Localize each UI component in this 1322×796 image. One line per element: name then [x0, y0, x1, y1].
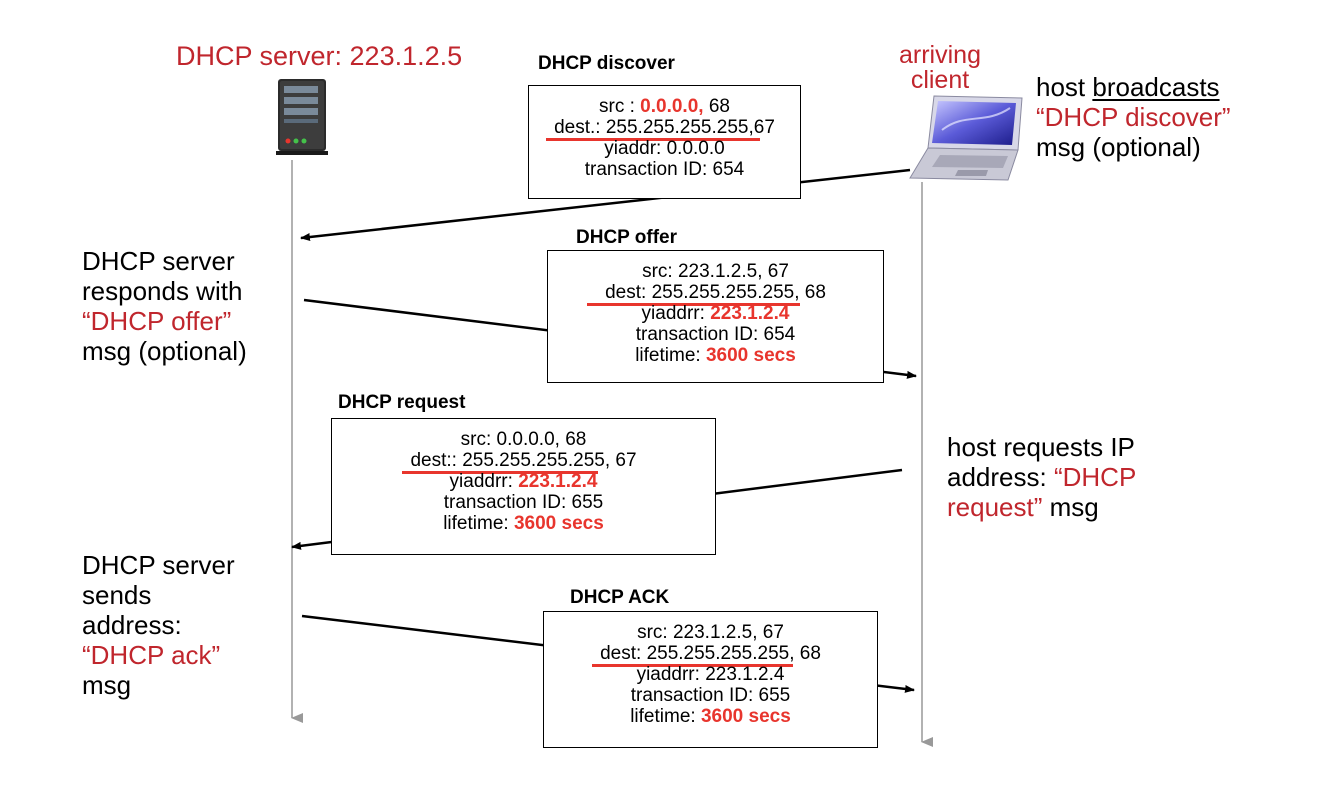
ack-annotation-line5: msg [82, 670, 132, 700]
offer-title: DHCP offer [576, 227, 677, 248]
offer-src-row: src: 223.1.2.5, 67 [642, 261, 789, 282]
offer-annotation-line2: responds with [82, 276, 243, 306]
offer-annotation: DHCP server responds with “DHCP offer” m… [82, 246, 247, 366]
offer-message-box: src: 223.1.2.5, 67 dest: 255.255.255.255… [547, 250, 884, 383]
ack-message-box: src: 223.1.2.5, 67 dest: 255.255.255.255… [543, 611, 878, 748]
discover-message-box: src : 0.0.0.0, 68 dest.: 255.255.255.255… [528, 85, 801, 199]
ack-annotation: DHCP server sends address: “DHCP ack” ms… [82, 550, 235, 700]
ack-lifetime-row: lifetime: 3600 secs [630, 706, 791, 727]
request-annotation-line1: host requests IP [947, 432, 1135, 462]
discover-annotation-line1: host broadcasts [1036, 72, 1220, 102]
offer-annotation-line4: msg (optional) [82, 336, 247, 366]
server-title: DHCP server: 223.1.2.5 [176, 41, 463, 71]
ack-annotation-line4: “DHCP ack” [82, 640, 221, 670]
discover-yiaddr-row: yiaddr: 0.0.0.0 [604, 138, 725, 159]
ack-dest-row: dest: 255.255.255.255, 68 [592, 643, 821, 667]
broadcasts-word: broadcasts [1092, 72, 1220, 102]
request-lifetime-row: lifetime: 3600 secs [443, 513, 604, 534]
offer-annotation-line1: DHCP server [82, 246, 235, 276]
discover-title: DHCP discover [538, 53, 675, 74]
request-dest-row: dest:: 255.255.255.255, 67 [402, 450, 637, 474]
request-annotation: host requests IP address: “DHCP request”… [947, 432, 1136, 522]
ack-txn-row: transaction ID: 655 [630, 685, 791, 706]
discover-annotation-line2: “DHCP discover” [1036, 102, 1231, 132]
offer-dest-row: dest: 255.255.255.255, 68 [587, 282, 826, 306]
discover-arrow [300, 168, 911, 241]
ack-annotation-line1: DHCP server [82, 550, 235, 580]
client-title: arriving client [882, 43, 998, 93]
request-message-box: src: 0.0.0.0, 68 dest:: 255.255.255.255,… [331, 418, 716, 555]
request-yiaddr-row: yiaddrr: 223.1.2.4 [449, 471, 598, 492]
discover-src-row: src : 0.0.0.0, 68 [599, 96, 730, 117]
ack-yiaddr-row: yiaddrr: 223.1.2.4 [636, 664, 785, 685]
server-tower-icon [276, 79, 328, 155]
request-annotation-line3: request” msg [947, 492, 1099, 522]
offer-annotation-line3: “DHCP offer” [82, 306, 232, 336]
offer-yiaddr-row: yiaddrr: 223.1.2.4 [641, 303, 790, 324]
offer-txn-row: transaction ID: 654 [635, 324, 796, 345]
request-txn-row: transaction ID: 655 [443, 492, 604, 513]
ack-annotation-line3: address: [82, 610, 182, 640]
request-title: DHCP request [338, 392, 466, 413]
ack-title: DHCP ACK [570, 587, 670, 608]
laptop-icon [909, 95, 1023, 181]
discover-annotation: host broadcasts “DHCP discover” msg (opt… [1036, 72, 1231, 162]
discover-txn-row: transaction ID: 654 [584, 159, 745, 180]
request-annotation-line2: address: “DHCP [947, 462, 1137, 492]
client-title-line2: client [910, 66, 970, 94]
client-title-line1: arriving [899, 41, 981, 69]
discover-annotation-line3: msg (optional) [1036, 132, 1201, 162]
ack-annotation-line2: sends [82, 580, 152, 610]
ack-src-row: src: 223.1.2.5, 67 [637, 622, 784, 643]
discover-dest-row: dest.: 255.255.255.255,67 [546, 117, 775, 141]
request-src-row: src: 0.0.0.0, 68 [460, 429, 587, 450]
offer-lifetime-row: lifetime: 3600 secs [635, 345, 796, 366]
